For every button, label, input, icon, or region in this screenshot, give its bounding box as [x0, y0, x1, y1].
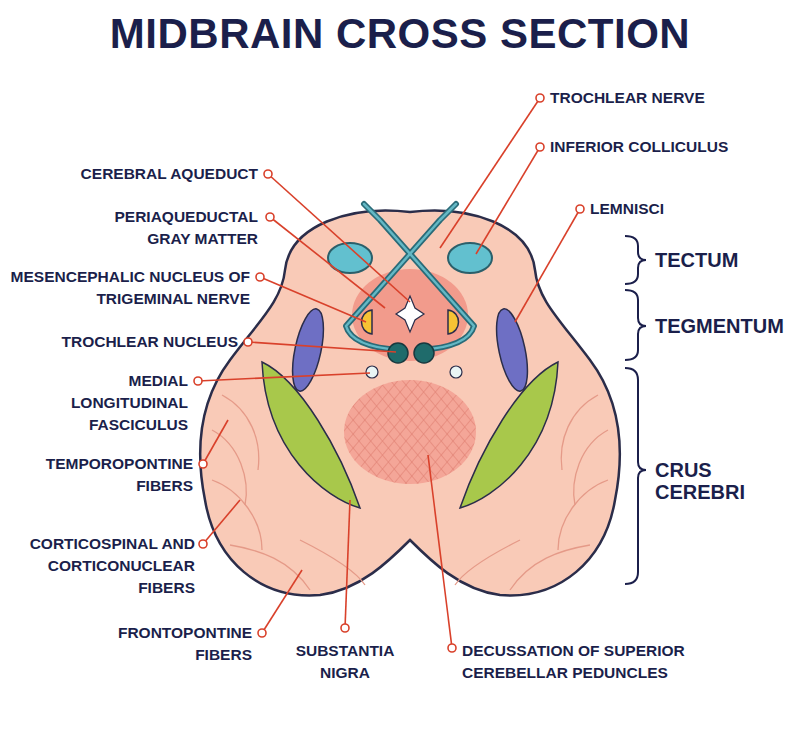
- part-label: CORTICOSPINAL AND CORTICONUCLEAR FIBERS: [3, 533, 195, 599]
- leader-line: [260, 277, 366, 322]
- leader-line: [476, 147, 540, 254]
- part-label: TROCHLEAR NUCLEUS: [6, 331, 238, 353]
- trochlear-nucleus: [414, 343, 434, 363]
- region-label: CRUS CEREBRI: [655, 459, 800, 503]
- leader-dot: [264, 170, 272, 178]
- leader-dot: [194, 377, 202, 385]
- bracket: [625, 236, 646, 284]
- substantia-nigra: [460, 362, 558, 508]
- leader-dot: [576, 205, 584, 213]
- lemniscus: [491, 306, 534, 394]
- leader-line: [268, 174, 410, 302]
- mlf-dot: [450, 366, 462, 378]
- fiber-line: [212, 430, 246, 505]
- region-label: TEGMENTUM: [655, 315, 795, 337]
- leader-dot: [199, 540, 207, 548]
- inferior-colliculus: [448, 243, 492, 273]
- region-label: TECTUM: [655, 249, 795, 271]
- fiber-line: [561, 395, 598, 470]
- nerve-outer: [346, 204, 456, 350]
- leader-line: [203, 500, 240, 544]
- part-label: CEREBRAL AQUEDUCT: [18, 163, 258, 185]
- bracket: [625, 290, 646, 360]
- leader-line: [198, 373, 370, 381]
- trochlear-nucleus: [388, 343, 408, 363]
- part-label: MEDIAL LONGITUDINAL FASCICULUS: [38, 370, 188, 436]
- mesencephalic-nucleus: [362, 310, 373, 334]
- leader-dot: [258, 629, 266, 637]
- leader-dot: [448, 644, 456, 652]
- nerve-outer: [364, 204, 474, 350]
- leader-line: [262, 570, 302, 633]
- region-brackets: [625, 236, 646, 584]
- decussation-body: [344, 380, 476, 484]
- decussation-hatch: [344, 380, 476, 484]
- substantia-nigra: [262, 362, 360, 508]
- leader-line: [270, 217, 385, 308]
- leader-dot: [341, 624, 349, 632]
- midbrain-outline: [200, 211, 619, 596]
- part-label: DECUSSATION OF SUPERIOR CEREBELLAR PEDUN…: [462, 640, 692, 684]
- mesencephalic-nucleus: [448, 310, 459, 334]
- leader-line: [515, 209, 580, 322]
- leader-dot: [199, 460, 207, 468]
- nerve-inner: [364, 204, 474, 350]
- leader-line: [428, 455, 452, 648]
- fiber-line: [574, 430, 608, 505]
- leader-line: [203, 420, 228, 464]
- part-label: INFERIOR COLLICULUS: [550, 136, 790, 158]
- fiber-line: [558, 480, 608, 550]
- leader-line: [345, 500, 350, 628]
- decussation-hatch: [344, 380, 476, 484]
- bracket: [625, 368, 646, 584]
- part-label: TEMPOROPONTINE FIBERS: [8, 453, 193, 497]
- mlf-dot: [366, 366, 378, 378]
- fiber-line: [212, 480, 262, 550]
- fiber-line: [230, 545, 310, 590]
- part-label: MESENCEPHALIC NUCLEUS OF TRIGEMINAL NERV…: [10, 266, 250, 310]
- leader-dot: [256, 273, 264, 281]
- fiber-line: [222, 395, 259, 470]
- part-label: TROCHLEAR NERVE: [550, 87, 780, 109]
- part-label: FRONTOPONTINE FIBERS: [82, 622, 252, 666]
- diagram-title: MIDBRAIN CROSS SECTION: [0, 10, 800, 58]
- fiber-line: [510, 545, 590, 590]
- leader-dot: [244, 338, 252, 346]
- leader-dot: [266, 213, 274, 221]
- nerve-inner: [346, 204, 456, 350]
- fiber-line: [455, 540, 520, 585]
- part-label: PERIAQUEDUCTAL GRAY MATTER: [83, 206, 258, 250]
- part-label: LEMNISCI: [590, 198, 770, 220]
- leader-line: [248, 342, 396, 352]
- fiber-line: [300, 540, 365, 585]
- part-label: SUBSTANTIA NIGRA: [275, 640, 415, 684]
- leader-dot: [536, 143, 544, 151]
- leader-dot: [536, 94, 544, 102]
- lemniscus: [287, 306, 330, 394]
